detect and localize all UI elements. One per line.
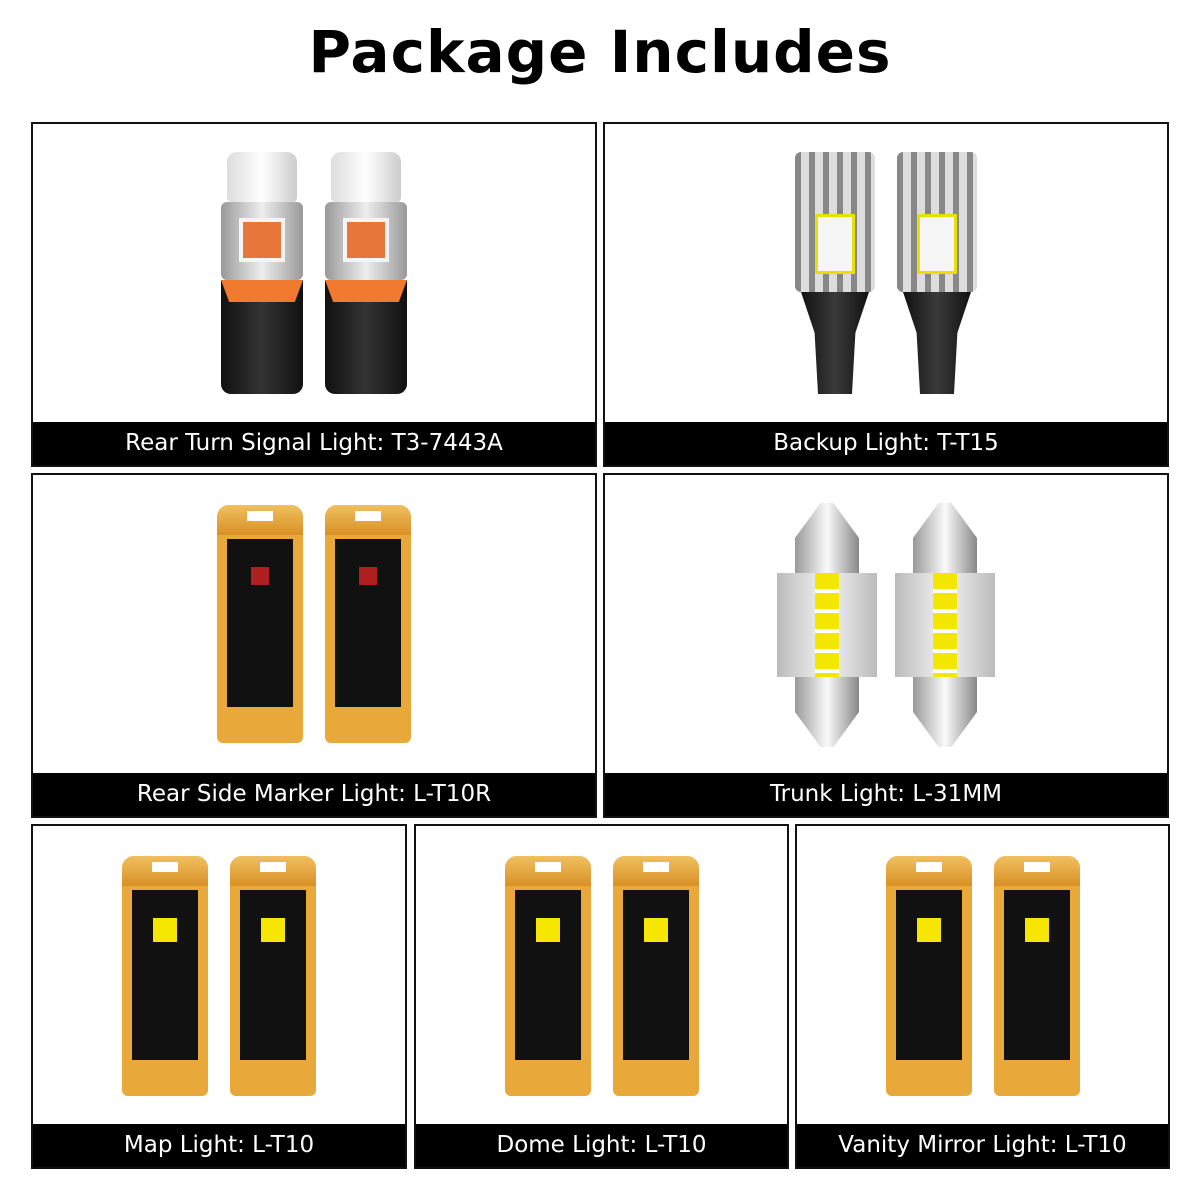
product-card-backup-light: Backup Light: T-T15 <box>603 122 1169 467</box>
product-caption: Rear Turn Signal Light: T3-7443A <box>33 422 595 465</box>
t10-bulb-image <box>993 856 1080 1096</box>
t15-bulb-image <box>795 152 875 394</box>
t15-bulb-image <box>897 152 977 394</box>
product-card-map-light: Map Light: L-T10 <box>31 824 407 1169</box>
product-card-trunk-light: Trunk Light: L-31MM <box>603 473 1169 818</box>
t20-bulb-image <box>221 152 303 394</box>
page-title: Package Includes <box>308 18 892 86</box>
t10-bulb-image <box>230 856 316 1096</box>
product-caption: Backup Light: T-T15 <box>605 422 1167 465</box>
t10-bulb-image <box>504 856 591 1096</box>
t20-bulb-image <box>325 152 407 394</box>
product-caption: Rear Side Marker Light: L-T10R <box>33 773 595 816</box>
t10-bulb-image <box>122 856 208 1096</box>
product-caption: Map Light: L-T10 <box>33 1124 405 1167</box>
bulb-pair-image <box>33 152 595 394</box>
product-card-dome-light: Dome Light: L-T10 <box>414 824 789 1169</box>
festoon-bulb-image <box>895 503 995 747</box>
t10-bulb-image <box>325 505 411 743</box>
product-card-vanity-mirror-light: Vanity Mirror Light: L-T10 <box>795 824 1170 1169</box>
bulb-pair-image <box>33 856 405 1096</box>
product-caption: Dome Light: L-T10 <box>416 1124 787 1167</box>
product-card-rear-turn-signal: Rear Turn Signal Light: T3-7443A <box>31 122 597 467</box>
product-caption: Vanity Mirror Light: L-T10 <box>797 1124 1168 1167</box>
bulb-pair-image <box>33 505 595 743</box>
bulb-pair-image <box>605 152 1167 394</box>
bulb-pair-image <box>416 856 787 1096</box>
festoon-bulb-image <box>777 503 877 747</box>
t10-bulb-image <box>217 505 303 743</box>
bulb-pair-image <box>797 856 1168 1096</box>
product-caption: Trunk Light: L-31MM <box>605 773 1167 816</box>
product-card-rear-side-marker: Rear Side Marker Light: L-T10R <box>31 473 597 818</box>
t10-bulb-image <box>885 856 972 1096</box>
t10-bulb-image <box>612 856 699 1096</box>
bulb-pair-image <box>605 503 1167 747</box>
